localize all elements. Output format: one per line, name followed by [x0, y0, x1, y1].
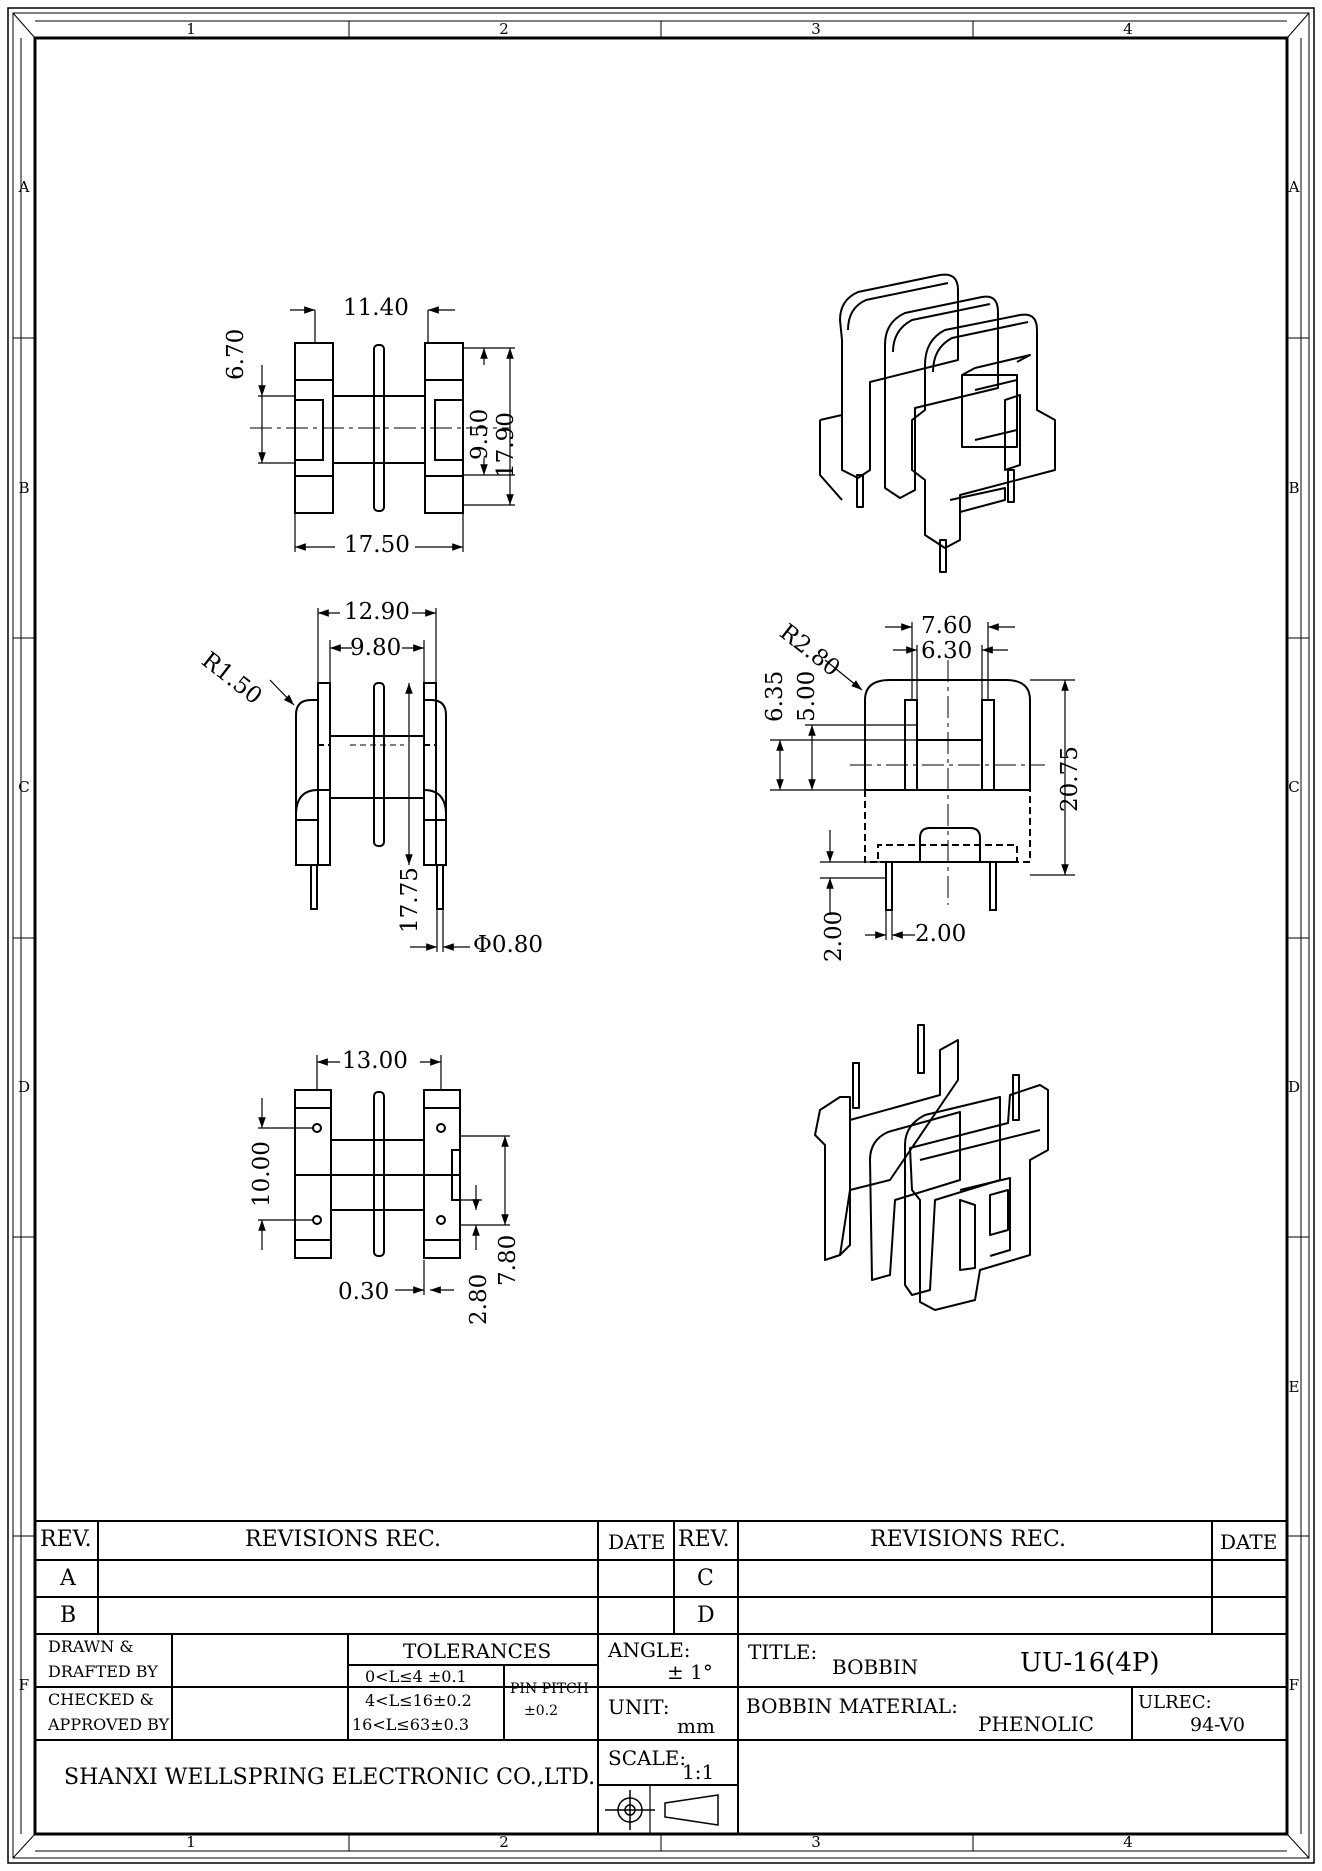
revisions-header-left: REVISIONS REC.	[245, 1527, 441, 1552]
dim-bottom-pin-span: 10.00	[249, 1141, 275, 1207]
dim-side-width-inner: 6.30	[921, 638, 973, 664]
checked-label-2: APPROVED BY	[48, 1715, 170, 1734]
zone-row-c-left: C	[18, 778, 30, 796]
zone-row-b-left: B	[18, 479, 30, 497]
angle-label: ANGLE:	[608, 1638, 691, 1662]
ulrec-label: ULREC:	[1138, 1692, 1212, 1713]
zone-row-a-right: A	[1288, 178, 1300, 196]
dim-bottom-b: 2.80	[466, 1273, 492, 1325]
rev-header-right: REV.	[678, 1527, 730, 1552]
zone-col-3-bottom: 3	[811, 1833, 821, 1851]
dim-top-width: 11.40	[343, 295, 409, 321]
dim-front-inner-width: 9.80	[350, 635, 402, 661]
dim-side-width-outer: 7.60	[921, 613, 973, 639]
dim-top-overall-height: 17.90	[493, 412, 519, 478]
zone-row-d-left: D	[17, 1078, 31, 1096]
material-value: PHENOLIC	[978, 1712, 1094, 1736]
part-number: UU-16(4P)	[1020, 1648, 1160, 1678]
top-view	[250, 306, 515, 552]
side-view	[770, 622, 1075, 940]
zone-col-3-top: 3	[811, 20, 821, 38]
company-name: SHANXI WELLSPRING ELECTRONIC CO.,LTD.	[64, 1765, 596, 1790]
drawn-label-1: DRAWN &	[48, 1637, 134, 1656]
tolerances-label: TOLERANCES	[403, 1639, 552, 1663]
title-label: TITLE:	[748, 1640, 818, 1664]
revisions-header-right: REVISIONS REC.	[870, 1527, 1066, 1552]
ulrec-value: 94-V0	[1190, 1714, 1246, 1736]
rev-row-c: C	[697, 1566, 714, 1591]
zone-col-4-top: 4	[1123, 20, 1133, 38]
pin-pitch-label: PIN PITCH	[510, 1681, 589, 1697]
dim-bottom-width: 13.00	[342, 1048, 408, 1074]
sheet-frame	[7, 7, 1315, 1864]
angle-value: ± 1°	[667, 1660, 713, 1684]
tolerance-row-3: 16<L≤63±0.3	[352, 1715, 470, 1734]
date-header-left: DATE	[608, 1530, 666, 1554]
date-header-right: DATE	[1220, 1530, 1278, 1554]
dim-top-overall-width: 17.50	[344, 532, 410, 558]
zone-col-2-bottom: 2	[499, 1833, 509, 1851]
front-view	[269, 608, 470, 952]
bottom-view	[258, 1055, 510, 1295]
checked-label-1: CHECKED &	[48, 1690, 154, 1709]
isometric-view-upper	[819, 273, 1056, 573]
dim-bottom-a: 7.80	[495, 1234, 521, 1286]
zone-row-b-right: B	[1288, 479, 1300, 497]
title-value: BOBBIN	[832, 1655, 919, 1679]
dim-front-height: 17.75	[397, 867, 423, 933]
zone-col-2-top: 2	[499, 20, 509, 38]
dim-front-overall-width: 12.90	[344, 599, 410, 625]
zone-row-f-left: F	[18, 1676, 30, 1694]
dim-top-flange: 6.70	[223, 328, 249, 380]
zone-row-c-right: C	[1288, 778, 1300, 796]
isometric-view-lower	[814, 1024, 1049, 1311]
dim-side-a: 6.35	[762, 670, 788, 722]
zone-col-4-bottom: 4	[1123, 1833, 1133, 1851]
scale-value: 1:1	[682, 1760, 715, 1784]
zone-row-f-right: F	[1288, 1676, 1300, 1694]
zone-col-1-top: 1	[186, 20, 196, 38]
dim-top-inner-height: 9.50	[467, 408, 493, 460]
zone-col-1-bottom: 1	[186, 1833, 196, 1851]
rev-header-left: REV.	[40, 1527, 92, 1552]
zone-row-a-left: A	[18, 178, 30, 196]
tolerance-row-2: 4<L≤16±0.2	[365, 1691, 472, 1710]
unit-value: mm	[677, 1714, 715, 1738]
scale-label: SCALE:	[608, 1746, 687, 1770]
tolerance-row-1: 0<L≤4 ±0.1	[365, 1667, 467, 1686]
projection-symbol-icon	[605, 1790, 719, 1830]
rev-row-d: D	[697, 1603, 715, 1628]
dim-side-b: 5.00	[794, 670, 820, 722]
title-block-grid	[35, 1520, 1287, 1834]
rev-row-a: A	[60, 1566, 76, 1591]
material-label: BOBBIN MATERIAL:	[746, 1694, 958, 1718]
rev-row-b: B	[60, 1603, 77, 1628]
unit-label: UNIT:	[608, 1695, 670, 1719]
zone-row-e-right: E	[1288, 1378, 1300, 1396]
pin-pitch-value: ±0.2	[524, 1703, 558, 1719]
dim-side-overall-height: 20.75	[1057, 746, 1083, 812]
drawn-label-2: DRAFTED BY	[48, 1662, 158, 1681]
dim-bottom-thickness: 0.30	[338, 1279, 390, 1305]
zone-row-d-right: D	[1287, 1078, 1301, 1096]
dim-side-pin-length: 2.00	[821, 910, 847, 962]
dim-pin-diameter: Φ0.80	[473, 932, 544, 958]
dim-side-pin-offset: 2.00	[915, 921, 967, 947]
